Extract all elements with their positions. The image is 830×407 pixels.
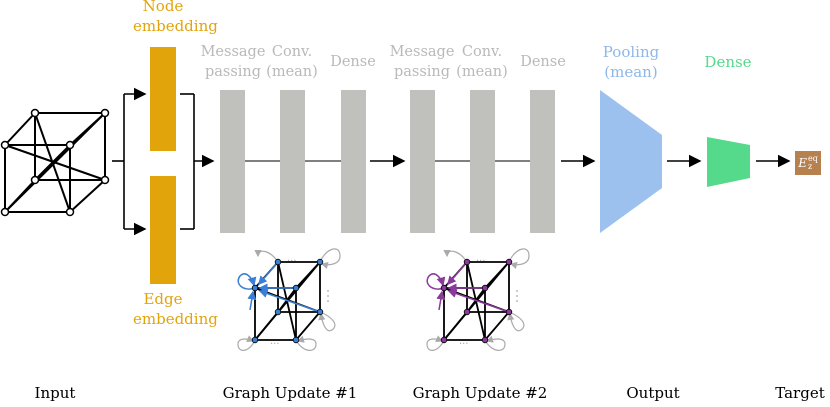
gu2-dense-label: Dense	[520, 54, 566, 70]
node-embedding-label: Node embedding	[133, 0, 218, 36]
gu2-conv-line1: Conv.	[461, 44, 503, 60]
gu1-conv-line1: Conv.	[271, 44, 313, 60]
gu2-conv-line2: (mean)	[456, 64, 508, 80]
pooling-line2: (mean)	[604, 63, 658, 81]
gu2-message-passing-label: Message passing	[386, 42, 458, 82]
input-cube-graph	[0, 108, 110, 217]
svg-text:···: ···	[270, 339, 280, 350]
output-caption: Output	[626, 384, 680, 402]
input-caption: Input	[34, 384, 76, 402]
svg-text:···: ···	[476, 256, 486, 267]
edge-embedding-line2: embedding	[133, 310, 218, 328]
target-superscript: eq	[807, 154, 818, 163]
gu2-conv-layer	[470, 90, 495, 233]
output-dense-trapezoid	[707, 137, 750, 187]
pooling-label: Pooling (mean)	[596, 42, 666, 82]
gu1-message-passing-layer	[220, 90, 245, 233]
node-embedding-line1: Node	[142, 0, 184, 15]
gu2-caption: Graph Update #2	[412, 384, 548, 402]
gu2-message-passing-layer	[410, 90, 435, 233]
gu2-dense-layer	[530, 90, 555, 233]
gu1-conv-line2: (mean)	[266, 64, 318, 80]
split-connector	[112, 87, 147, 236]
gu1-message-line1: Message	[200, 44, 266, 60]
gu2-graph-illustration: ··· ···	[426, 248, 530, 351]
edge-embedding-bar	[150, 176, 176, 284]
gu1-message-line2: passing	[204, 64, 262, 80]
merge-connector	[180, 93, 215, 230]
gu2-conv-label: Conv. (mean)	[452, 42, 512, 82]
gu1-conv-layer	[280, 90, 305, 233]
edge-embedding-line1: Edge	[143, 290, 183, 308]
gu1-caption: Graph Update #1	[222, 384, 358, 402]
target-caption: Target	[775, 384, 825, 402]
gu2-message-line1: Message	[389, 44, 455, 60]
output-dense-label: Dense	[704, 53, 752, 71]
target-symbol: E	[798, 156, 807, 170]
gu1-graph-illustration: ··· ···	[237, 248, 341, 351]
edge-embedding-label: Edge embedding	[133, 289, 218, 329]
node-embedding-line2: embedding	[133, 17, 218, 35]
gu1-dense-label: Dense	[330, 54, 376, 70]
pooling-trapezoid	[600, 90, 662, 233]
gu1-message-passing-label: Message passing	[197, 42, 269, 82]
svg-text:···: ···	[287, 256, 297, 267]
target-subscript: z	[807, 162, 813, 171]
gu1-conv-label: Conv. (mean)	[262, 42, 322, 82]
node-embedding-bar	[150, 47, 176, 151]
svg-text:···: ···	[459, 339, 469, 350]
pooling-line1: Pooling	[602, 43, 660, 61]
gu2-message-line2: passing	[393, 64, 451, 80]
gu1-dense-layer	[341, 90, 366, 233]
